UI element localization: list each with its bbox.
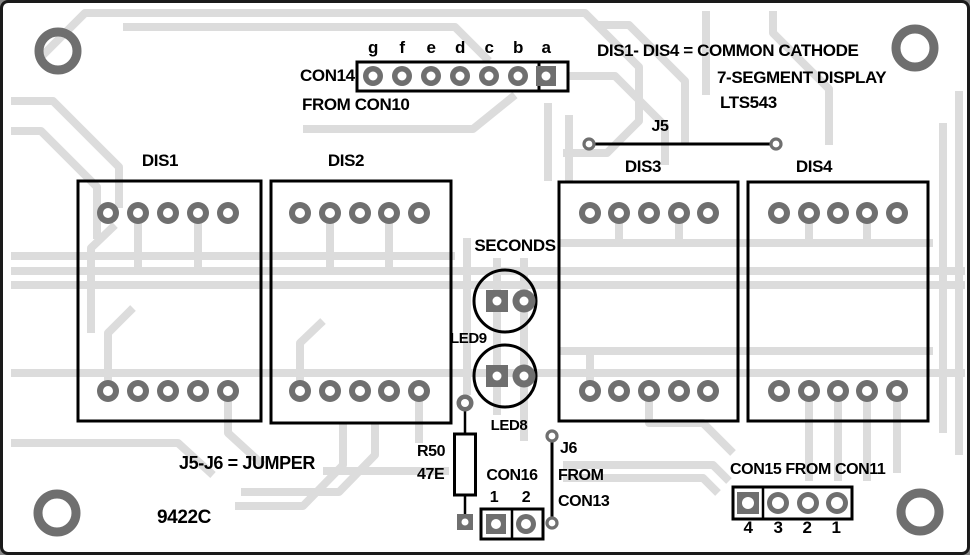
jumper-end-pads [545, 137, 783, 530]
dis2-pin-pads [289, 202, 430, 402]
con15-pin-label-4: 4 [743, 518, 753, 537]
r50-top-pad [456, 394, 474, 412]
dis1-pin-pads [97, 202, 239, 402]
con14-label: CON14 [300, 66, 355, 85]
seconds-label: SECONDS [474, 236, 556, 255]
j5-label: J5 [651, 118, 669, 135]
r50-value: 47E [417, 466, 445, 483]
led8-outline [472, 343, 538, 409]
cathode-note-line1: DIS1- DIS4 = COMMON CATHODE [597, 41, 859, 60]
dis4-pin-pads [768, 202, 908, 402]
board-code: 9422C [157, 507, 211, 528]
con14-pin-label-c: c [484, 38, 494, 57]
r50-body [453, 432, 477, 497]
cathode-note-line2: 7-SEGMENT DISPLAY [717, 68, 887, 87]
con15-label: CON15 FROM CON11 [730, 461, 886, 478]
dis2-outline [269, 179, 453, 425]
led8-label: LED8 [490, 417, 528, 434]
con14-source-label: FROM CON10 [302, 95, 410, 114]
con14-pin-label-g: g [368, 38, 378, 57]
con16-round-pad [516, 514, 536, 534]
led9-label: LED9 [450, 330, 487, 347]
led8-square-pad [486, 365, 508, 387]
con14-square-pad [536, 66, 556, 86]
j6-source-line1: FROM [558, 467, 604, 484]
dis1-label: DIS1 [141, 151, 179, 170]
con15-pin-label-1: 1 [831, 518, 841, 537]
led9-square-pad [486, 290, 508, 312]
j6-source-line2: CON13 [558, 493, 610, 510]
con14-pin-label-d: d [455, 38, 465, 57]
board-graphics [11, 9, 965, 541]
con15-round-pads [767, 492, 848, 514]
con16-pin-label-1: 1 [489, 489, 499, 506]
con16-pin-label-2: 2 [521, 489, 531, 506]
mounting-hole-top-left [34, 27, 82, 75]
mounting-hole-bottom-left [33, 489, 81, 537]
dis1-outline [76, 179, 263, 423]
r50-label: R50 [417, 443, 446, 460]
con14-pin-label-a: a [541, 38, 551, 57]
con15-square-pad [737, 492, 759, 514]
mounting-hole-top-right [891, 24, 939, 72]
led9-outline [472, 268, 538, 334]
j6-label: J6 [560, 440, 577, 457]
con14-pin-label-b: b [513, 38, 523, 57]
dis2-label: DIS2 [327, 151, 365, 170]
dis4-label: DIS4 [795, 157, 833, 176]
con14-pin-label-f: f [399, 38, 405, 57]
r50-bottom-pad [457, 514, 473, 530]
dis3-label: DIS3 [624, 157, 662, 176]
jumper-note: J5-J6 = JUMPER [179, 453, 315, 473]
con16-label: CON16 [486, 467, 538, 484]
con14-pin-label-e: e [426, 38, 436, 57]
con16-square-pad [486, 514, 506, 534]
cathode-note-line3: LTS543 [720, 93, 777, 112]
con15-pin-label-2: 2 [802, 518, 812, 537]
dis3-pin-pads [579, 202, 719, 402]
con14-round-pads [363, 66, 528, 86]
dis3-outline [557, 180, 740, 423]
dis4-outline [746, 180, 930, 423]
mounting-hole-bottom-right [896, 488, 944, 536]
led-round-pads [512, 289, 536, 388]
con15-pin-label-3: 3 [773, 518, 783, 537]
